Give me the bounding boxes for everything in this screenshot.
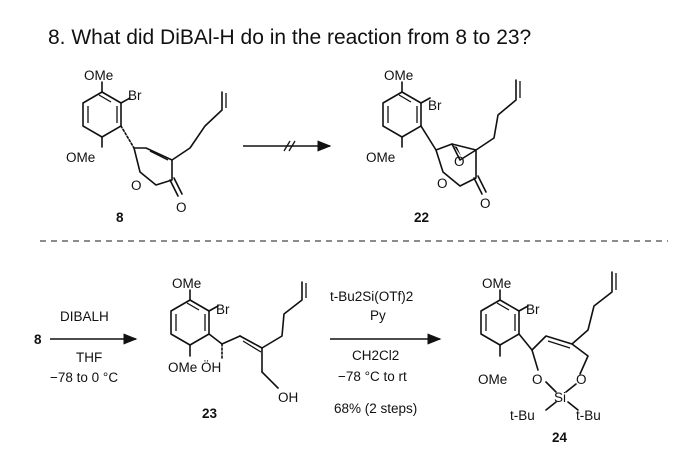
step1-solvent: THF xyxy=(76,350,102,365)
br-label: Br xyxy=(128,88,142,103)
step1-temperature: −78 to 0 °C xyxy=(50,370,118,385)
br-label-22: Br xyxy=(428,98,442,113)
compound-number-22: 22 xyxy=(414,210,429,225)
ome-top-label-24: OMe xyxy=(482,276,511,291)
failed-reaction-arrow xyxy=(243,140,332,152)
ome-bottom-label-22: OMe xyxy=(366,150,395,165)
carbonyl-oxygen-label-22: O xyxy=(480,196,491,211)
step2-temperature: −78 °C to rt xyxy=(338,369,407,384)
compound-22-structure: OMe Br OMe O O O 22 xyxy=(366,68,521,225)
oh-label-23: OH xyxy=(278,390,298,405)
silyl-oxygen-right: O xyxy=(576,372,587,387)
step1-reagent: DIBALH xyxy=(60,309,109,324)
step-1: 8 DIBALH THF −78 to 0 °C xyxy=(34,309,138,385)
step2-solvent: CH2Cl2 xyxy=(352,348,399,363)
question-text: 8. What did DiBAl-H do in the reaction f… xyxy=(48,26,532,49)
ome-top-label: OMe xyxy=(84,68,113,83)
compound-number-8-top: 8 xyxy=(116,210,124,225)
br-label-23: Br xyxy=(216,302,230,317)
tbu-left-label: t-Bu xyxy=(510,408,535,423)
carbonyl-oxygen-label: O xyxy=(176,200,187,215)
epoxide-oxygen-label: O xyxy=(454,154,465,169)
silyl-oxygen-left: O xyxy=(532,372,543,387)
compound-24-structure: OMe Br OMe O O Si t-Bu t-Bu 24 xyxy=(478,271,617,445)
step2-reagent: t-Bu2Si(OTf)2 xyxy=(330,289,413,304)
br-label-24: Br xyxy=(526,302,540,317)
compound-number-8-start: 8 xyxy=(34,332,42,347)
ring-oxygen-label-22: O xyxy=(437,176,448,191)
step2-yield: 68% (2 steps) xyxy=(334,401,417,416)
silicon-label: Si xyxy=(554,390,566,405)
tbu-right-label: t-Bu xyxy=(576,408,601,423)
compound-23-structure: OMe Br OMe ÖH OH 23 xyxy=(168,276,307,421)
compound-number-23: 23 xyxy=(202,406,218,421)
ome-bottom-label: OMe xyxy=(66,150,95,165)
compound-number-24: 24 xyxy=(552,430,568,445)
ome-top-label-22: OMe xyxy=(384,68,413,83)
step2-base: Py xyxy=(370,308,386,323)
step-2: t-Bu2Si(OTf)2 Py CH2Cl2 −78 °C to rt 68%… xyxy=(330,289,442,416)
ome-top-label-23: OMe xyxy=(172,276,201,291)
ome-oh-label-23: OMe ÖH xyxy=(168,360,221,375)
compound-8-structure: OMe Br OMe O O 8 xyxy=(66,68,227,225)
ome-bottom-label-24: OMe xyxy=(478,372,507,387)
ring-oxygen-label: O xyxy=(131,178,142,193)
